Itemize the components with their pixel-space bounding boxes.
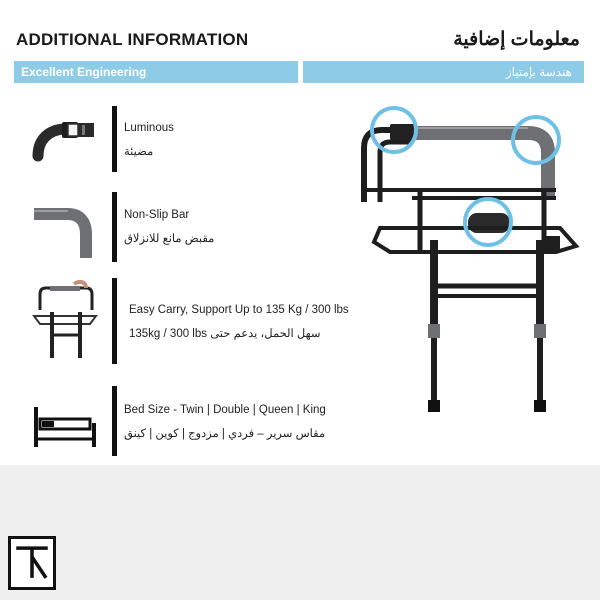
feature-text: Non-Slip Bar مقبض مانع للانزلاق <box>124 209 214 245</box>
feature-label-en: Bed Size - Twin | Double | Queen | King <box>124 404 326 416</box>
feature-label-en: Luminous <box>124 122 174 134</box>
feature-non-slip-bar: Non-Slip Bar مقبض مانع للانزلاق <box>30 192 350 262</box>
feature-label-ar: مقبض مانع للانزلاق <box>124 233 215 245</box>
curved-bar-icon <box>34 208 92 258</box>
page-title-ar: معلومات إضافية <box>453 29 580 50</box>
section-bar-ar: هندسة بإمتياز <box>303 61 584 83</box>
brand-logo-icon <box>8 536 56 590</box>
section-bar-en: Excellent Engineering <box>14 61 298 83</box>
feature-divider <box>112 106 117 172</box>
feature-divider <box>112 192 117 262</box>
feature-label-en: Easy Carry, Support Up to 135 Kg / 300 l… <box>129 304 349 316</box>
bed-icon <box>34 407 96 447</box>
feature-text: Easy Carry, Support Up to 135 Kg / 300 l… <box>129 304 349 340</box>
feature-label-ar: مضيئة <box>124 146 154 158</box>
feature-divider <box>112 278 117 364</box>
feature-label-ar: سهل الحمل، يدعم حتى 135kg / 300 lbs <box>129 328 321 340</box>
feature-bed-size: Bed Size - Twin | Double | Queen | King … <box>30 386 350 456</box>
feature-label-ar: مقاس سرير – فردي | مزدوج | كوين | كينق <box>124 428 326 440</box>
feature-text: Luminous مضيئة <box>124 122 174 158</box>
feature-luminous: Luminous مضيئة <box>30 104 350 174</box>
bed-rail-product-image <box>361 106 580 412</box>
footer-band <box>0 465 600 600</box>
handle-grip-icon <box>32 122 94 162</box>
page-title-en: ADDITIONAL INFORMATION <box>16 30 249 49</box>
feature-divider <box>112 386 117 456</box>
feature-easy-carry: Easy Carry, Support Up to 135 Kg / 300 l… <box>30 278 350 366</box>
bed-rail-mini-icon <box>32 280 98 358</box>
feature-text: Bed Size - Twin | Double | Queen | King … <box>124 404 326 440</box>
feature-label-en: Non-Slip Bar <box>124 209 190 221</box>
